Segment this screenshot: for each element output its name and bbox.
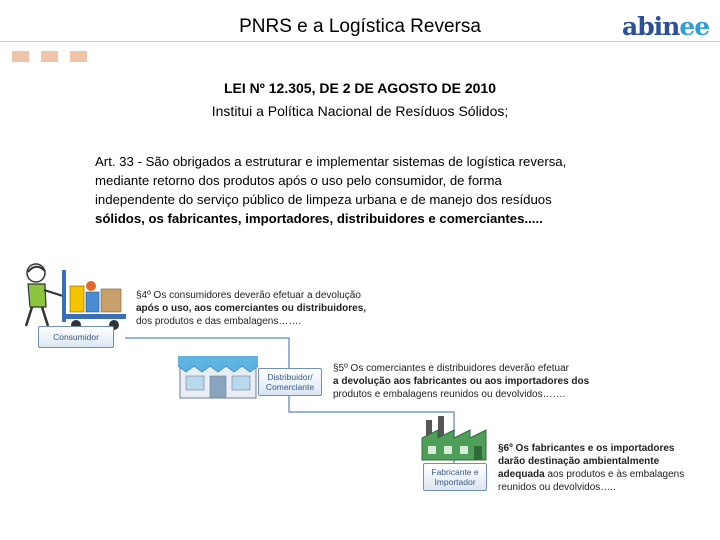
paragraph-6-line: darão destinação ambientalmente: [498, 455, 713, 468]
paragraph-6: §6º Os fabricantes e os importadores dar…: [498, 442, 713, 494]
distributor-label-line: Comerciante: [266, 382, 314, 392]
paragraph-5: §5º Os comerciantes e distribuidores dev…: [333, 362, 623, 401]
paragraph-4-line: após o uso, aos comerciantes ou distribu…: [136, 302, 406, 315]
paragraph-5-line: produtos e embalagens reunidos ou devolv…: [333, 388, 623, 401]
consumer-label: Consumidor: [53, 332, 99, 342]
consumer-cart-illustration: [18, 262, 130, 332]
paragraph-5-line: §5º Os comerciantes e distribuidores dev…: [333, 362, 623, 375]
factory-illustration: [418, 414, 490, 462]
store-illustration: [176, 352, 260, 400]
distributor-label-box: Distribuidor/Comerciante: [258, 368, 322, 396]
distributor-label-line: Distribuidor/: [266, 372, 314, 382]
paragraph-5-line: a devolução aos fabricantes ou aos impor…: [333, 375, 623, 388]
consumer-label-box: Consumidor: [38, 326, 114, 348]
paragraph-6-line: adequada aos produtos e às embalagens: [498, 468, 713, 481]
manufacturer-label-line: Importador: [431, 477, 478, 487]
paragraph-4: §4º Os consumidores deverão efetuar a de…: [136, 289, 406, 328]
paragraph-6-line: §6º Os fabricantes e os importadores: [498, 442, 713, 455]
paragraph-4-line: §4º Os consumidores deverão efetuar a de…: [136, 289, 406, 302]
paragraph-4-line: dos produtos e das embalagens…….: [136, 315, 406, 328]
manufacturer-label-line: Fabricante e: [431, 467, 478, 477]
paragraph-6-line: reunidos ou devolvidos…..: [498, 481, 713, 494]
